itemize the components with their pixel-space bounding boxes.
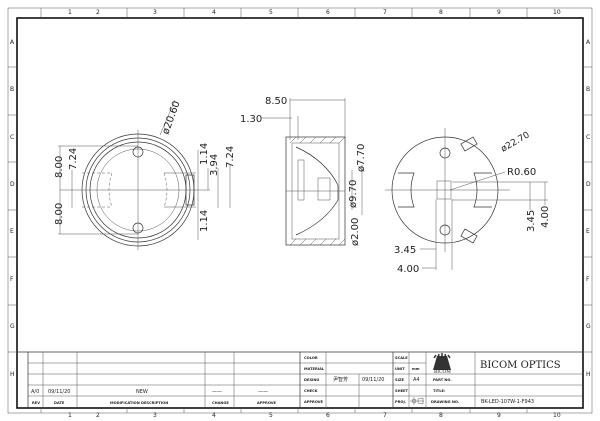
label-title: TITLE: [433, 389, 446, 393]
column-marker: 6 [326, 9, 330, 16]
label-drawing-no: DRAWING NO. [431, 400, 459, 404]
header-change: CHANGE [212, 401, 229, 405]
rear-view: ø22.70 R0.60 3.45 4.00 3.45 4.00 [385, 128, 551, 275]
row-marker: F [10, 276, 14, 283]
dim-section-2-00: ø2.00 [350, 218, 361, 246]
column-marker: 4 [212, 412, 216, 419]
row-marker: D [10, 181, 15, 188]
dim-section-7-70: ø7.70 [356, 144, 367, 172]
rev-description: NEW [136, 389, 148, 395]
label-proj: PROJ. [395, 400, 406, 404]
column-marker: 5 [269, 412, 273, 419]
label-size: SIZE [395, 378, 405, 382]
front-view: ø20.60 8.00 8.00 7.24 1.14 3.94 7.24 1.1… [54, 100, 236, 250]
dim-section-1-30: 1.30 [240, 114, 262, 125]
column-marker: 9 [497, 412, 501, 419]
company-name: BICOM OPTICS [480, 360, 561, 371]
column-marker: 9 [497, 9, 501, 16]
row-marker: D [586, 181, 591, 188]
row-marker: B [10, 86, 14, 93]
dim-front-8-upper: 8.00 [54, 156, 65, 178]
revision-block: A/0 09/11/20 NEW —— —— REV DATE MODIFICA… [17, 351, 583, 408]
rev-approve: —— [258, 389, 268, 395]
dim-rear-3-45-horizontal: 3.45 [394, 245, 416, 256]
label-color: COLOR [304, 356, 318, 360]
dim-front-7-24-left: 7.24 [68, 148, 79, 170]
column-marker: 2 [96, 9, 100, 16]
column-marker: 1 [68, 412, 72, 419]
dim-front-1-14-top: 1.14 [199, 143, 210, 165]
logo-text: BICOM [434, 369, 451, 375]
row-marker: A [586, 39, 591, 46]
inner-frame [16, 17, 584, 409]
dim-front-7-24-right: 7.24 [225, 146, 236, 168]
rev-change: —— [212, 389, 222, 395]
column-marker: 5 [269, 9, 273, 16]
outer-frame [7, 7, 593, 414]
label-approve: APPROVE [304, 400, 324, 404]
header-rev: REV [32, 401, 40, 405]
dim-front-1-14-bottom: 1.14 [199, 210, 210, 232]
label-material: MATERIAL [304, 367, 325, 371]
row-marker: G [10, 323, 15, 330]
row-marker: G [586, 323, 591, 330]
row-marker: H [10, 371, 15, 378]
dim-front-3-94: 3.94 [209, 154, 220, 176]
dim-front-diameter: ø20.60 [160, 100, 182, 136]
row-marker: E [586, 228, 590, 235]
row-marker: C [586, 134, 590, 141]
dim-section-8-50: 8.50 [265, 96, 287, 107]
row-marker: A [10, 39, 15, 46]
dim-rear-diameter: ø22.70 [500, 130, 532, 154]
row-marker: C [10, 134, 14, 141]
design-date: 09/11/20 [362, 377, 384, 383]
label-unit: UNIT [395, 367, 405, 371]
dim-rear-3-45-vertical: 3.45 [526, 210, 537, 232]
column-marker: 8 [439, 412, 443, 419]
column-marker: 10 [553, 412, 561, 419]
drawing-number: BK-LED-107W-1-F943 [481, 399, 534, 405]
column-marker: 2 [96, 412, 100, 419]
column-marker: 8 [439, 9, 443, 16]
column-marker: 4 [212, 9, 216, 16]
label-desing: DESING [304, 378, 319, 382]
section-view: 8.50 1.30 ø7.70 ø9.70 ø2.00 [240, 96, 367, 246]
column-marker: 6 [326, 412, 330, 419]
title-block: COLOR MATERIAL DESING CHECK APPROVE 尹智芳 … [300, 352, 583, 408]
column-marker: 10 [553, 9, 561, 16]
header-date: DATE [54, 401, 65, 405]
label-part-no: PART NO. [433, 378, 452, 382]
column-marker: 1 [68, 9, 72, 16]
row-marker: E [10, 228, 14, 235]
rev-value: A/0 [31, 389, 39, 395]
label-scale: SCALE [395, 356, 408, 360]
bicom-logo: BICOM [433, 353, 451, 375]
size-value: A4 [413, 377, 420, 383]
column-marker: 3 [153, 412, 157, 419]
column-marker: 3 [153, 9, 157, 16]
projection-symbol-icon [410, 397, 424, 405]
column-marker: 7 [383, 9, 387, 16]
row-markers: A A B B C C D D E E F F G G H H [8, 39, 592, 378]
column-marker: 7 [383, 412, 387, 419]
unit-value: mm [412, 367, 420, 371]
header-approve: APPROVE [257, 401, 277, 405]
row-marker: F [586, 276, 590, 283]
header-description: MODIFICATION DESCRIPTION [110, 401, 168, 405]
dim-section-9-70: ø9.70 [348, 180, 359, 208]
label-sheet: SHEET [395, 389, 409, 393]
label-check: CHECK [304, 389, 318, 393]
dim-rear-4-00-vertical: 4.00 [540, 206, 551, 228]
dim-front-8-lower: 8.00 [54, 203, 65, 225]
dim-rear-4-00-horizontal: 4.00 [397, 264, 419, 275]
designer-name: 尹智芳 [333, 376, 348, 383]
rev-date: 09/11/20 [48, 389, 70, 395]
row-marker: H [586, 371, 591, 378]
row-marker: B [586, 86, 590, 93]
dim-rear-r0-60: R0.60 [507, 167, 536, 178]
column-markers: 1 1 2 2 3 3 4 4 5 5 6 6 7 7 8 8 9 9 10 10 [40, 8, 561, 419]
